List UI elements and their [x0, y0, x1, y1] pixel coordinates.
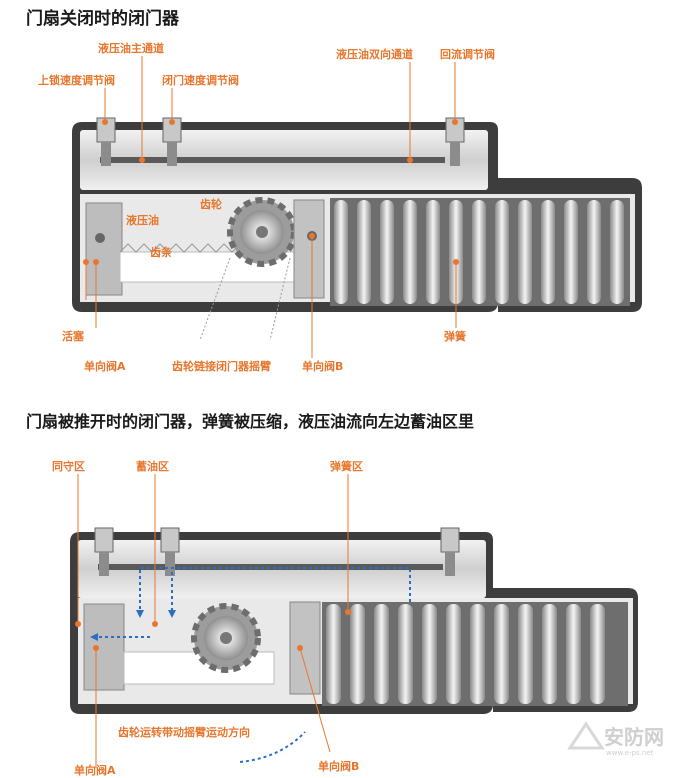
lock-speed-valve-icon: [96, 117, 116, 166]
label-two-way-channel: 液压油双向通道: [336, 47, 413, 61]
label-check-valve-b: 单向阀B: [302, 359, 343, 373]
label-gear-motion: 齿轮运转带动摇臂运动方向: [118, 725, 250, 739]
label-close-speed-valve: 闭门速度调节阀: [162, 73, 239, 87]
return-valve-icon: [440, 527, 460, 576]
spring-piston: [289, 601, 321, 695]
main-oil-channel: [100, 157, 445, 163]
label-lock-speed-valve: 上锁速度调节阀: [38, 73, 115, 87]
lock-speed-valve-icon: [94, 527, 114, 576]
opened-door-closer-diagram: 同守区 蓄油区 弹簧区 齿轮运转带动摇臂运动方向 单向阀A 单向阀B 安防网 w…: [52, 459, 664, 777]
oil-flow-arrows: [95, 567, 411, 763]
label-oil-storage-zone: 蓄油区: [136, 459, 169, 473]
spring-piston: [293, 199, 325, 299]
label-gear-link: 齿轮链接闭门器摇臂: [172, 359, 271, 373]
label-gear: 齿轮: [200, 197, 222, 211]
label-holding-zone: 同守区: [52, 459, 85, 473]
watermark-text: 安防网: [604, 725, 664, 749]
label-piston: 活塞: [62, 329, 85, 343]
gear-icon: [191, 603, 261, 673]
watermark-logo: 安防网 www.e-ps.net: [567, 721, 664, 757]
label-check-valve-b: 单向阀B: [318, 759, 359, 773]
rack: [119, 251, 321, 283]
watermark-url: www.e-ps.net: [606, 749, 654, 757]
closed-diagram-title: 门扇关闭时的闭门器: [26, 9, 179, 29]
gear-link-arm: [199, 257, 291, 341]
spring-icon: [330, 198, 630, 306]
label-main-channel: 液压油主通道: [98, 41, 164, 55]
check-valve-a-icon: [95, 233, 105, 243]
label-return-valve: 回流调节阀: [440, 47, 495, 61]
label-spring-zone: 弹簧区: [330, 459, 363, 473]
gear-icon: [227, 197, 297, 267]
label-check-valve-a: 单向阀A: [74, 763, 116, 777]
closed-door-closer-diagram: 液压油主通道 上锁速度调节阀 闭门速度调节阀 液压油双向通道 回流调节阀 液压油…: [38, 41, 642, 373]
label-check-valve-a: 单向阀A: [84, 359, 126, 373]
piston: [83, 603, 125, 691]
label-spring: 弹簧: [444, 329, 466, 343]
close-speed-valve-icon: [160, 527, 180, 576]
label-rack: 齿条: [150, 245, 173, 259]
label-hydraulic-oil: 液压油: [126, 213, 159, 227]
spring-icon: [322, 602, 628, 706]
piston: [85, 202, 123, 296]
opened-diagram-title: 门扇被推开时的闭门器，弹簧被压缩，液压油流向左边蓄油区里: [26, 412, 475, 431]
